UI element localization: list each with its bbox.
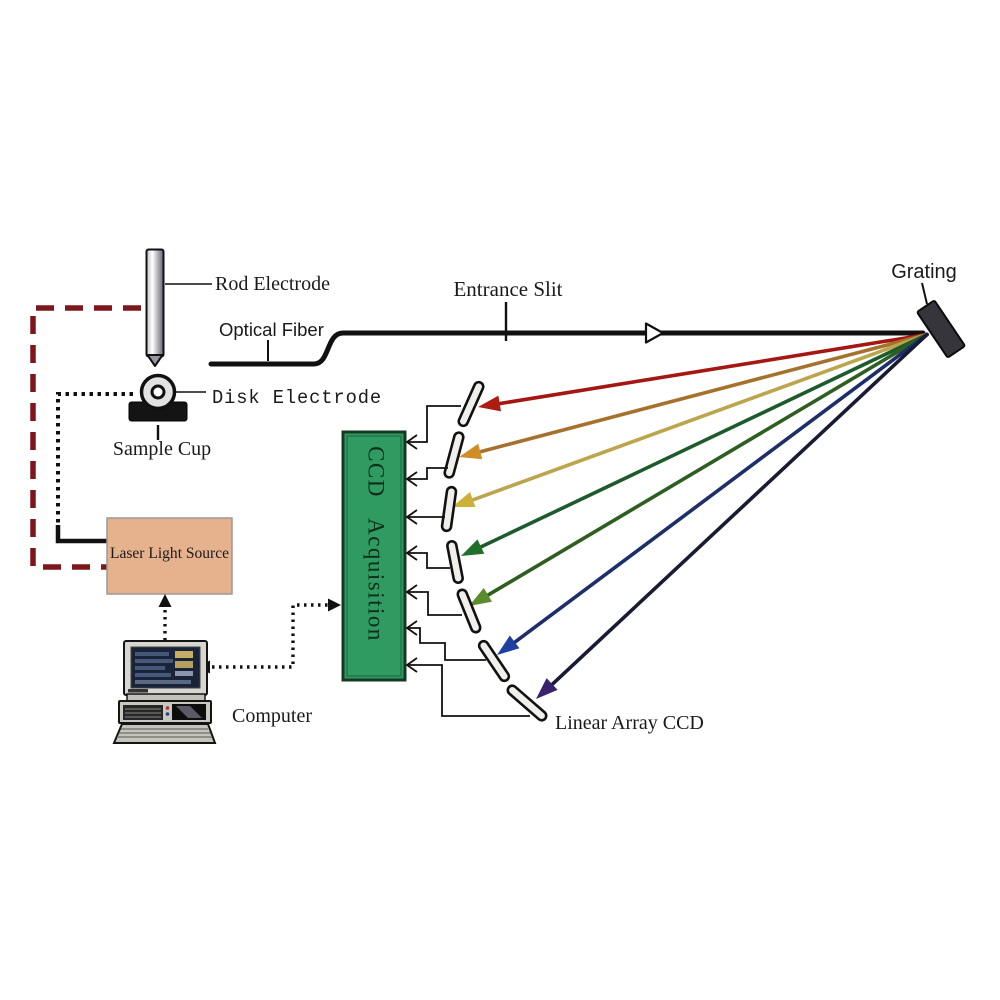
ray-dark-green-arrowhead bbox=[461, 539, 485, 556]
computer-label: Computer bbox=[232, 705, 312, 727]
connector-arrowhead bbox=[405, 620, 418, 636]
disk-electrode-label: Disk Electrode bbox=[212, 387, 382, 409]
ray-dark-green bbox=[461, 332, 929, 556]
connector-1 bbox=[408, 405, 461, 443]
electrode-dashed-circuit-line bbox=[30, 305, 141, 570]
connector-arrowhead bbox=[405, 584, 418, 600]
connector-4 bbox=[408, 552, 450, 569]
ray-orange bbox=[459, 332, 929, 460]
connector-arrowhead bbox=[405, 657, 418, 673]
monitor-base bbox=[126, 693, 206, 702]
sample-cup-label: Sample Cup bbox=[113, 438, 211, 460]
connector-arrowhead bbox=[405, 434, 418, 450]
ray-yellow bbox=[452, 332, 929, 507]
linear-array-ccd-label: Linear Array CCD bbox=[555, 712, 704, 734]
ray-red-arrowhead bbox=[478, 395, 501, 412]
disk-electrode bbox=[139, 373, 206, 411]
connector-5 bbox=[408, 591, 462, 616]
dispersed-rays bbox=[452, 332, 929, 699]
ray-green bbox=[469, 332, 929, 606]
ccd-slat bbox=[456, 588, 482, 634]
ray-blue bbox=[497, 332, 929, 655]
ray-red bbox=[478, 332, 929, 412]
connector-7 bbox=[408, 664, 530, 717]
rod-electrode-label: Rod Electrode bbox=[215, 273, 330, 295]
to-acq-arrowhead bbox=[328, 598, 341, 612]
case-led bbox=[165, 706, 170, 710]
grating-leader-line bbox=[921, 282, 928, 305]
ray-yellow-arrowhead bbox=[452, 492, 476, 507]
monitor-badge bbox=[128, 689, 148, 693]
optical-fiber-label: Optical Fiber bbox=[219, 319, 324, 340]
optical-fiber-line bbox=[208, 302, 926, 367]
connector-6 bbox=[408, 627, 486, 661]
grating-label: Grating bbox=[891, 261, 957, 283]
ccd-slat bbox=[443, 431, 465, 479]
computer-illustration bbox=[112, 640, 217, 744]
acq-box-label-acquisition: Acquisition bbox=[364, 518, 389, 642]
ccd-slat bbox=[457, 380, 485, 428]
laser-light-source-label: Laser Light Source bbox=[110, 545, 229, 562]
ray-blue-arrowhead bbox=[497, 635, 520, 655]
disk-to-laser-solid-corner bbox=[55, 525, 110, 544]
ccd-slat bbox=[446, 540, 464, 584]
case-led bbox=[165, 712, 170, 716]
linear-array-ccd bbox=[440, 380, 548, 722]
connector-2 bbox=[408, 467, 448, 480]
laser-light-source-box: Laser Light Source bbox=[106, 517, 233, 595]
ray-green-arrowhead bbox=[469, 587, 492, 606]
acq-computer-dotted-line bbox=[205, 603, 333, 669]
sample-cup bbox=[128, 401, 188, 440]
ray-orange-arrowhead bbox=[459, 443, 483, 460]
connector-arrowhead bbox=[405, 509, 418, 525]
computer-to-laser-arrowhead bbox=[158, 594, 172, 607]
connector-arrowhead bbox=[405, 545, 418, 561]
ray-violet bbox=[536, 332, 929, 699]
ccd-slat bbox=[477, 639, 511, 683]
ccd-slat bbox=[440, 485, 458, 533]
connector-arrowhead bbox=[405, 471, 418, 487]
fiber-direction-arrow bbox=[644, 322, 665, 344]
ray-violet-arrowhead bbox=[536, 678, 558, 699]
grating bbox=[916, 282, 966, 358]
entrance-slit-label: Entrance Slit bbox=[453, 277, 562, 301]
ccd-slat bbox=[506, 684, 548, 722]
ccd-signal-connectors bbox=[405, 405, 530, 717]
ccd-acquisition-box: CCD Acquisition bbox=[341, 430, 407, 682]
rod-electrode bbox=[145, 248, 212, 367]
disk-to-laser-dotted-line bbox=[56, 392, 133, 527]
acq-box-label-ccd: CCD bbox=[364, 446, 389, 498]
